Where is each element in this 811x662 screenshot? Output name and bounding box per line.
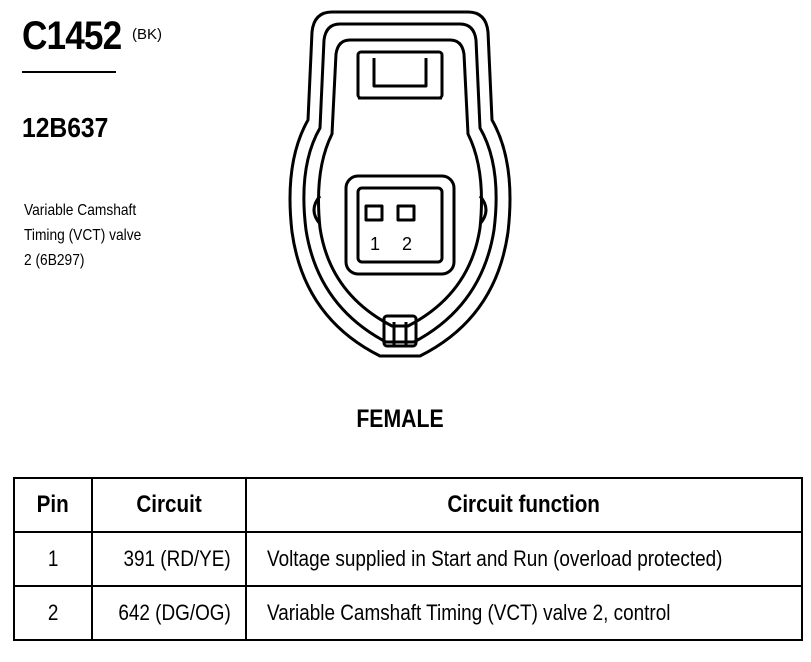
pinout-table: Pin Circuit Circuit function 1 391 (RD/Y…	[13, 477, 803, 641]
header-circuit-function: Circuit function	[245, 477, 803, 533]
terminal-housing	[344, 174, 456, 276]
connector-outer-shell	[288, 10, 512, 358]
pin-2-cavity	[396, 204, 416, 222]
description-line: Variable Camshaft	[24, 202, 137, 219]
pin-1-label: 1	[370, 234, 380, 254]
cell-circuit: 642 (DG/OG)	[91, 585, 247, 641]
table-header-row: Pin Circuit Circuit function	[13, 477, 803, 533]
connector-color-code: (BK)	[132, 26, 162, 43]
header-circuit: Circuit	[91, 477, 247, 533]
connector-inner-shell	[317, 38, 483, 328]
keyway-right	[478, 195, 488, 225]
latch-top	[356, 50, 444, 100]
cell-function: Voltage supplied in Start and Run (overl…	[245, 531, 803, 587]
connector-id-underline	[22, 71, 116, 73]
connector-description: Variable Camshaft Timing (VCT) valve 2 (…	[24, 198, 162, 273]
terminal-housing-inner	[356, 186, 444, 264]
cell-function: Variable Camshaft Timing (VCT) valve 2, …	[245, 585, 803, 641]
connector-gender: FEMALE	[356, 405, 444, 433]
polarity-key	[382, 314, 418, 348]
keyway-left	[312, 195, 322, 225]
description-line: Timing (VCT) valve	[24, 227, 142, 244]
description-line: 2 (6B297)	[24, 252, 85, 269]
connector-mid-shell	[302, 22, 498, 344]
pin-1-cavity	[364, 204, 384, 222]
cell-pin: 2	[13, 585, 93, 641]
connector-face-diagram: 1 2	[288, 10, 512, 358]
latch-top-tab	[372, 58, 428, 88]
part-number: 12B637	[22, 112, 109, 143]
cell-circuit: 391 (RD/YE)	[91, 531, 247, 587]
pin-2-label: 2	[402, 234, 412, 254]
table-row: 1 391 (RD/YE) Voltage supplied in Start …	[13, 531, 803, 587]
connector-id: C1452	[22, 14, 122, 58]
cell-pin: 1	[13, 531, 93, 587]
header-pin: Pin	[13, 477, 93, 533]
table-row: 2 642 (DG/OG) Variable Camshaft Timing (…	[13, 585, 803, 641]
